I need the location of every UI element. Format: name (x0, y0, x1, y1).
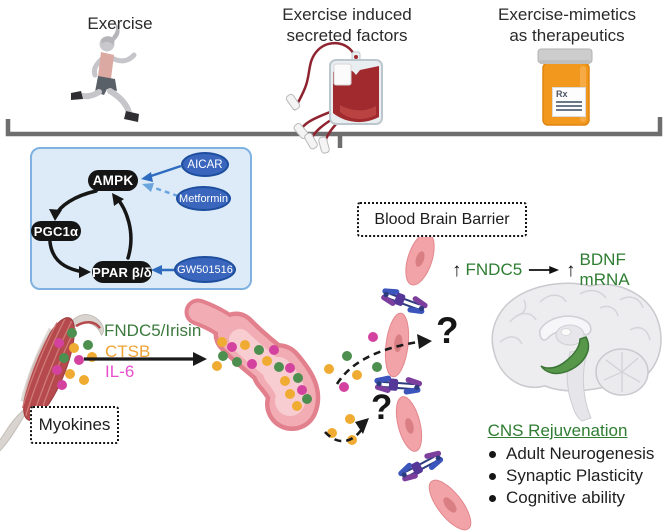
gw501516-label: GW501516 (177, 263, 233, 276)
pgc1a-label: PGC1α (33, 223, 79, 239)
question-mark-lower: ? (371, 388, 392, 428)
bbb-label: Blood Brain Barrier (374, 210, 510, 228)
header-secreted-line1: Exercise induced (282, 5, 412, 24)
myokine-dots (52, 328, 97, 390)
pill-bottle-label: Rx (552, 87, 586, 117)
runner-icon (71, 22, 139, 122)
label-line (556, 109, 582, 111)
muscle-icon (0, 314, 104, 462)
cns-title-label: CNS Rejuvenation (487, 421, 628, 440)
up-arrow-icon: ↑ (566, 259, 576, 281)
drug-metformin: Metformin (176, 186, 231, 211)
ppar-label: PPAR β/δ (92, 264, 152, 280)
aicar-label: AICAR (187, 158, 223, 171)
bullet-icon (489, 451, 496, 458)
brain-icon (491, 282, 662, 422)
header-mimetics-line1: Exercise-mimetics (498, 5, 636, 24)
blood-bag-icon (285, 41, 383, 154)
question-mark-text: ? (436, 310, 459, 351)
header-secreted-factors: Exercise induced secreted factors (267, 4, 427, 46)
vessel-dots (240, 340, 312, 411)
fndc5-irisin-label: FNDC5/Irisin (104, 321, 202, 340)
header-mimetics: Exercise-mimetics as therapeutics (482, 4, 652, 46)
bullet-icon (489, 473, 496, 480)
bbb-label-box: Blood Brain Barrier (357, 202, 527, 237)
fndc5-label: FNDC5 (465, 260, 523, 279)
label-line (556, 101, 582, 103)
myokines-label: Myokines (38, 415, 111, 434)
escaped-dots-left (212, 337, 242, 371)
hippocampus-highlight (540, 336, 590, 375)
right-arrow-icon (529, 266, 560, 274)
fndc5-bdnf-pathway: ↑ FNDC5 ↑ BDNF mRNA (452, 250, 669, 290)
myokines-label-box: Myokines (30, 406, 119, 444)
factor-il6: IL-6 (105, 362, 134, 382)
cns-item-label: Synaptic Plasticity (506, 466, 643, 485)
ampk-label: AMPK (92, 173, 134, 188)
label-line (556, 105, 582, 107)
pathway-arrows (48, 164, 182, 278)
header-exercise-label: Exercise (87, 14, 153, 33)
gap-dots (324, 332, 382, 445)
bbb-cells (371, 232, 472, 531)
dashed-arrow-upper (335, 334, 432, 385)
bullet-icon (489, 495, 496, 502)
header-secreted-line2: secreted factors (286, 26, 408, 45)
node-ppar: PPAR β/δ (92, 261, 152, 283)
cns-item-cognitive: Cognitive ability (489, 488, 625, 508)
cns-item-plasticity: Synaptic Plasticity (489, 466, 643, 486)
metformin-label: Metformin (179, 192, 228, 205)
blood-vessel-icon (184, 298, 321, 431)
header-mimetics-line2: as therapeutics (509, 26, 625, 45)
up-arrow-icon: ↑ (452, 259, 462, 281)
node-ampk: AMPK (88, 170, 138, 191)
drug-gw501516: GW501516 (174, 256, 236, 283)
myokines-arrow (84, 352, 207, 366)
cns-item-label: Cognitive ability (506, 488, 626, 507)
cns-item-neurogenesis: Adult Neurogenesis (489, 444, 654, 464)
question-mark-text: ? (371, 388, 393, 427)
factor-fndc5-irisin: FNDC5/Irisin (104, 321, 201, 341)
node-pgc1a: PGC1α (31, 221, 81, 241)
bdnf-label: BDNF mRNA (579, 250, 630, 289)
factor-ctsb: CTSB (105, 342, 150, 362)
header-exercise: Exercise (60, 13, 180, 34)
cns-title: CNS Rejuvenation (470, 421, 645, 441)
drug-aicar: AICAR (181, 152, 229, 177)
rx-text: Rx (556, 89, 568, 99)
question-mark-upper: ? (436, 310, 459, 352)
ctsb-label: CTSB (105, 342, 151, 361)
bracket-line (5, 117, 663, 148)
cns-item-label: Adult Neurogenesis (506, 444, 655, 463)
dashed-arrow-lower (324, 418, 369, 443)
il6-label: IL-6 (105, 362, 135, 381)
